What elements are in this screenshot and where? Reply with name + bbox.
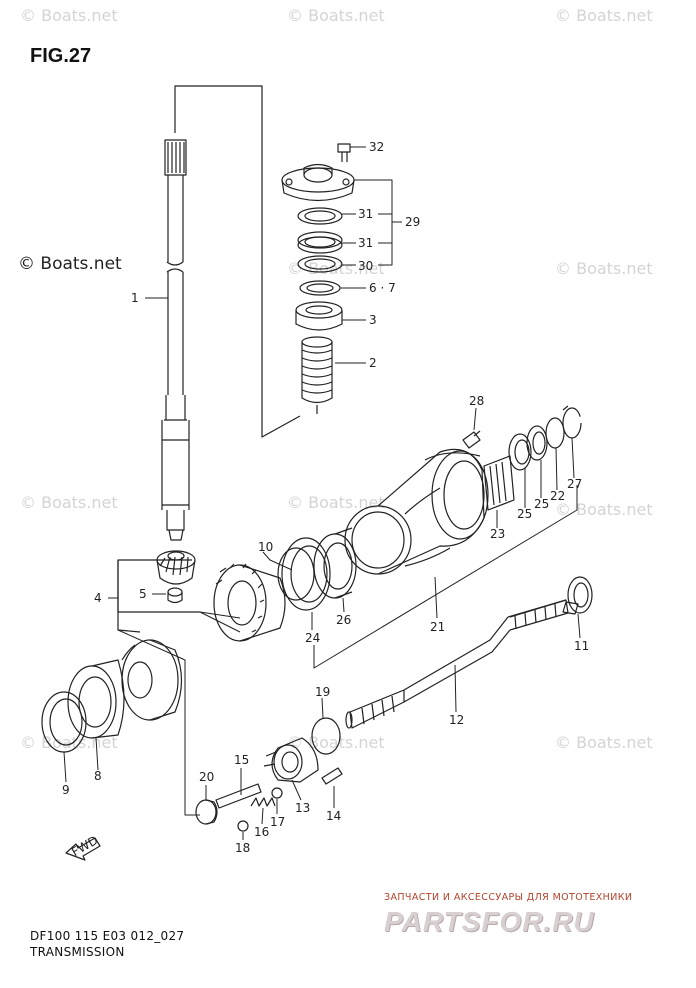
- callout-31b: 31: [358, 236, 373, 250]
- spring-part-16: [250, 797, 276, 807]
- callout-27: 27: [567, 477, 582, 491]
- callout-32: 32: [369, 140, 384, 154]
- callout-10: 10: [258, 540, 273, 554]
- callout-17: 17: [270, 815, 285, 829]
- propeller-shaft-housing-part-21: [344, 448, 489, 575]
- model-code: DF100 115 E03 012_027: [30, 929, 185, 943]
- propeller-shaft-part-12: [345, 599, 579, 729]
- callout-12: 12: [449, 713, 464, 727]
- pin-part-14: [321, 767, 343, 785]
- pinion-nut-part-5: [167, 587, 183, 604]
- callout-6-7: 6 · 7: [369, 281, 396, 295]
- callout-13: 13: [295, 801, 310, 815]
- shim-part-30: [297, 255, 343, 273]
- brand-tagline: ЗАПЧАСТИ И АКСЕССУАРЫ ДЛЯ МОТОТЕХНИКИ: [384, 892, 633, 903]
- callout-labels: 1 2 3 4 5 6 · 7 8 9 10 11 12 13 14 15 16…: [62, 140, 589, 859]
- callout-30: 30: [358, 259, 373, 273]
- callout-20: 20: [199, 770, 214, 784]
- callout-31: 31: [358, 207, 373, 221]
- watermark: © Boats.net: [287, 259, 385, 278]
- o-ring-part-19: [311, 717, 341, 755]
- callout-14: 14: [326, 809, 341, 823]
- push-rod-part-15: [215, 783, 262, 809]
- ball-part-17: [271, 787, 283, 799]
- watermark: © Boats.net: [287, 493, 385, 512]
- callout-2: 2: [369, 356, 377, 370]
- watermark: © Boats.net: [555, 500, 653, 519]
- callout-4: 4: [94, 591, 102, 605]
- callout-22: 22: [550, 489, 565, 503]
- watermark: © Boats.net: [555, 6, 653, 25]
- clutch-dog-part-13: [263, 737, 319, 783]
- callout-16: 16: [254, 825, 269, 839]
- callout-3: 3: [369, 313, 377, 327]
- callout-1: 1: [131, 291, 139, 305]
- figure-title: FIG.27: [30, 45, 92, 67]
- watermark: © Boats.net: [555, 733, 653, 752]
- callout-8: 8: [94, 769, 102, 783]
- shim-part-31b: [297, 231, 343, 254]
- bearing-part-8: [67, 659, 125, 739]
- callout-11: 11: [574, 639, 589, 653]
- o-ring-part-10: [277, 547, 315, 601]
- shim-part-24: [281, 537, 331, 611]
- thrust-washer-part-11: [567, 576, 593, 614]
- callout-18: 18: [235, 841, 250, 855]
- drive-shaft-part-1: [161, 139, 190, 541]
- reverse-gear: [121, 639, 183, 721]
- circlip-part-27: [562, 405, 582, 439]
- callout-9: 9: [62, 783, 70, 797]
- guide-part-20: [195, 799, 218, 825]
- bearing-part-26: [313, 527, 357, 599]
- watermark: © Boats.net: [20, 493, 118, 512]
- shim-part-31: [297, 207, 343, 225]
- callout-24: 24: [305, 631, 320, 645]
- fwd-arrow-icon: [65, 837, 101, 861]
- watermark: © Boats.net: [20, 6, 118, 25]
- callout-25: 25: [517, 507, 532, 521]
- bearing-part-23: [483, 455, 515, 511]
- shim-part-9: [41, 691, 87, 753]
- bearing-part-3: [295, 301, 343, 331]
- pinion-gear: [156, 550, 196, 585]
- ball-part-18: [237, 820, 249, 832]
- callout-26: 26: [336, 613, 351, 627]
- watermark: © Boats.net: [555, 259, 653, 278]
- callout-21: 21: [430, 620, 445, 634]
- callout-leader-lines: [63, 146, 581, 840]
- bolt-part-28: [462, 430, 481, 449]
- brand-logo: PARTSFOR.RU: [384, 906, 595, 937]
- needle-bearing-part-2: [301, 336, 333, 414]
- callout-28: 28: [469, 394, 484, 408]
- callout-5: 5: [139, 587, 147, 601]
- forward-gear: [213, 563, 286, 642]
- callout-19: 19: [315, 685, 330, 699]
- callout-23: 23: [490, 527, 505, 541]
- assembly-bracket: [174, 85, 301, 438]
- seal-part-25b: [526, 425, 548, 461]
- section-name: TRANSMISSION: [30, 945, 125, 959]
- watermark: © Boats.net: [287, 6, 385, 25]
- bolt-part-32: [337, 143, 351, 162]
- washer-part-6-7: [299, 280, 341, 296]
- callout-25b: 25: [534, 497, 549, 511]
- circlip-part-22: [545, 417, 565, 449]
- callout-29: 29: [405, 215, 420, 229]
- watermark-main: © Boats.net: [18, 254, 122, 274]
- callout-15: 15: [234, 753, 249, 767]
- bearing-housing-part-29: [281, 163, 355, 202]
